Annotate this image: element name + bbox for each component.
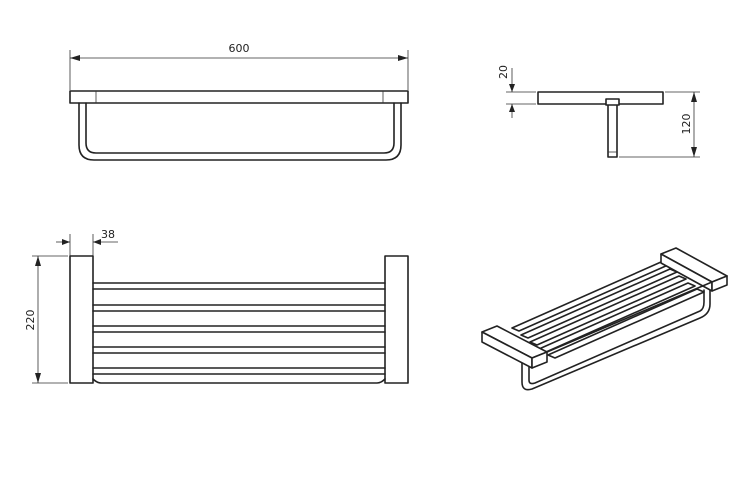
side-thickness-dimension: 20: [497, 65, 536, 118]
front-shelf-plate: [69, 90, 409, 104]
side-height-dimension: 120: [619, 91, 700, 158]
top-view: 38 220: [24, 228, 409, 384]
side-view: 20 120: [497, 65, 700, 158]
front-width-label: 600: [229, 42, 250, 55]
top-slats: [92, 282, 386, 375]
top-depth-label: 220: [24, 310, 37, 331]
side-thickness-label: 20: [497, 65, 510, 79]
side-height-label: 120: [680, 114, 693, 135]
side-bracket-post: [607, 103, 618, 158]
side-bracket-cap: [605, 98, 620, 106]
side-shelf-plate: [537, 91, 664, 105]
iso-slats: [511, 261, 705, 359]
top-right-end-bracket: [384, 255, 409, 384]
front-width-dimension: 600: [69, 42, 409, 90]
iso-right-end-bracket: [660, 247, 728, 292]
iso-towel-bar-inner: [528, 289, 705, 385]
top-end-width-label: 38: [101, 228, 115, 241]
iso-left-end-bracket: [481, 325, 548, 369]
front-view: 600: [69, 42, 409, 161]
front-towel-bar-inner: [85, 102, 395, 154]
isometric-view: [481, 247, 728, 391]
top-depth-dimension: 220: [24, 255, 68, 384]
top-towel-bar: [92, 378, 386, 384]
iso-towel-bar: [521, 289, 711, 391]
front-towel-bar: [78, 102, 402, 161]
top-left-end-bracket: [69, 255, 94, 384]
top-end-width-dimension: 38: [56, 228, 118, 256]
